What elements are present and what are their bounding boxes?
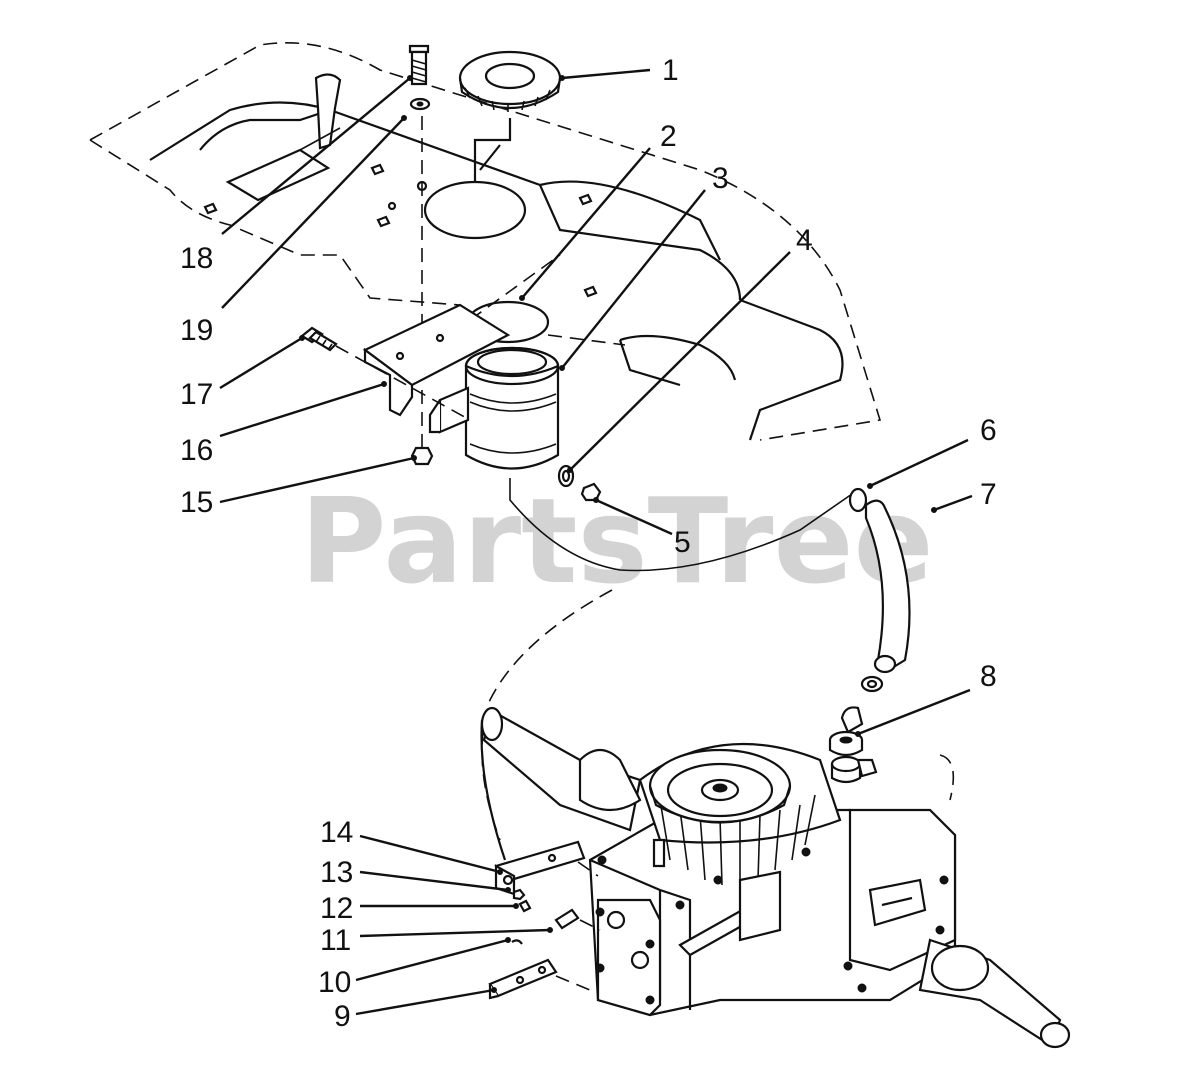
callout-9: 9 [334,1000,351,1033]
callout-labels: 1 2 3 4 5 6 7 8 9 10 11 12 13 14 15 16 1… [180,54,997,1033]
lock-washer-13 [512,888,526,901]
bracket-bolt [300,326,471,421]
leader-lines [219,68,973,1016]
callout-4: 4 [796,224,813,257]
transaxle-assembly [480,706,1071,1049]
callout-10: 10 [318,966,351,999]
callout-3: 3 [712,162,729,195]
spacer-11 [554,908,580,930]
callout-14: 14 [320,816,353,849]
callout-2: 2 [660,120,677,153]
belt-guide-bracket-9 [488,958,558,1000]
callout-6: 6 [980,414,997,447]
fuel-line-upper [509,478,853,572]
assembly-guide-lines [555,861,601,991]
callout-5: 5 [674,526,691,559]
belt-guide [480,719,507,861]
callout-7: 7 [980,478,997,511]
callout-12: 12 [320,892,353,925]
belt-guide-bracket-14 [494,840,586,896]
callout-17: 17 [180,378,213,411]
callout-15: 15 [180,486,213,519]
drive-belt-path [481,589,613,841]
vent-fitting [828,706,864,757]
spring-10 [511,939,523,945]
callout-16: 16 [180,434,213,467]
fuel-filter [464,254,626,470]
callout-1: 1 [662,54,679,87]
callout-8: 8 [980,660,997,693]
mounting-bracket [362,303,511,450]
callout-19: 19 [180,314,213,347]
callout-11: 11 [320,924,351,957]
callout-13: 13 [320,856,353,889]
vent-hose [848,487,911,693]
callout-18: 18 [180,242,213,275]
screw-12 [518,899,532,913]
fender-pan [89,42,882,441]
fuel-cap [458,50,562,182]
fender-bolt [408,44,431,340]
watermark-text: PartsTree [300,472,934,610]
